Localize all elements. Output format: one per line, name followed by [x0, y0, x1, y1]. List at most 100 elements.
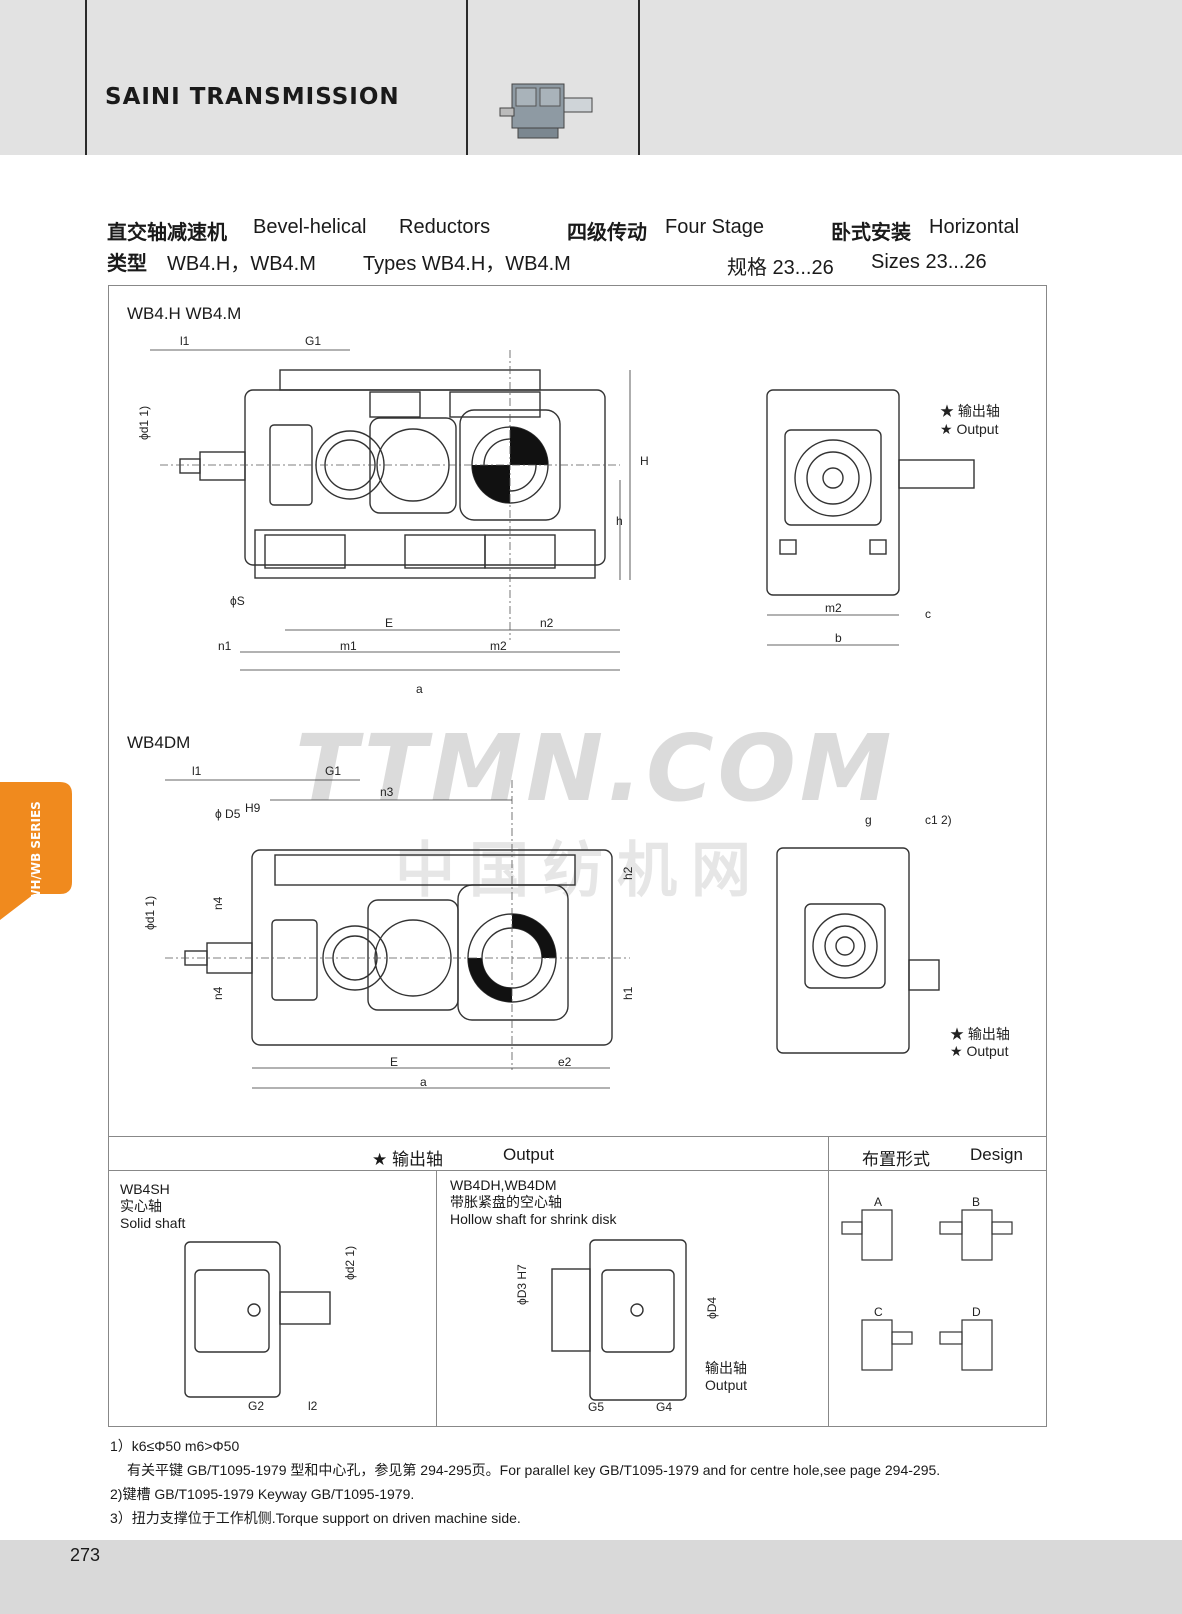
dim-side-m2: m2: [825, 601, 842, 615]
title-stage-en: Four Stage: [665, 216, 764, 238]
design-header-en: Design: [970, 1145, 1023, 1164]
gearbox-product-icon: [499, 83, 593, 139]
top-output-cn: ★ 输出轴: [940, 403, 1000, 419]
dim-mid-n3: n3: [380, 785, 394, 799]
dim-top-d1: ϕd1 1): [137, 406, 151, 440]
dim-side-b: b: [835, 631, 842, 645]
frame-divider: [108, 1170, 1046, 1171]
design-label-d: D: [972, 1305, 981, 1319]
title-sizes-cn: 规格 23...26: [727, 257, 834, 279]
dim-top-s: ϕS: [230, 594, 245, 608]
dim-top-h-upper: H: [640, 454, 649, 468]
title-types-en: Types WB4.H，WB4.M: [363, 253, 571, 275]
dim-mid-h2: h2: [621, 866, 635, 880]
dim-hollow-g4: G4: [656, 1400, 672, 1414]
side-tab-label: WH/WB SERIES: [29, 801, 43, 903]
dim-mid-e: E: [390, 1055, 398, 1069]
frame-divider: [828, 1136, 829, 1426]
frame-divider: [108, 1136, 1046, 1137]
hollow-model: WB4DH,WB4DM: [450, 1177, 557, 1193]
output-header-cn: ★ 输出轴: [372, 1150, 443, 1169]
design-label-a: A: [874, 1195, 882, 1209]
dim-side-c: c: [925, 607, 931, 621]
dim-top-m1: m1: [340, 639, 357, 653]
dim-top-n2: n2: [540, 616, 554, 630]
solid-cn: 实心轴: [120, 1198, 162, 1214]
note-2: 2)键槽 GB/T1095-1979 Keyway GB/T1095-1979.: [110, 1486, 415, 1502]
drawing-frame: [108, 285, 1047, 1427]
mid-front-view-drawing: l1 G1 n3 ϕ D5 H9 ϕd1 1) n4 n4 h2 h1 E e2…: [143, 764, 635, 1089]
top-output-en: ★ Output: [940, 421, 999, 437]
page-footer: [0, 1540, 1182, 1614]
design-label-c: C: [874, 1305, 883, 1319]
solid-shaft-drawing: ϕd2 1) G2 l2: [184, 1241, 357, 1413]
section-label-mid: WB4DM: [127, 733, 191, 752]
dim-mid-c1: c1 2): [925, 813, 952, 827]
dim-hollow-g5: G5: [588, 1400, 604, 1414]
hollow-output-en: Output: [705, 1377, 747, 1393]
design-arrangements: A B C D: [841, 1195, 1013, 1371]
dim-mid-a: a: [420, 1075, 427, 1089]
title-mount-en: Horizontal: [929, 216, 1020, 238]
title-line-1: 直交轴减速机: [107, 216, 227, 245]
dim-mid-n4-lower: n4: [211, 986, 225, 1000]
title-type-en: Bevel-helical: [253, 216, 367, 238]
dim-mid-d5: ϕ D5: [215, 807, 241, 821]
hollow-shaft-drawing: ϕD3 H7 ϕD4 G5 G4 输出轴 Output: [515, 1239, 747, 1414]
design-label-b: B: [972, 1195, 980, 1209]
dim-hollow-d3: ϕD3 H7: [515, 1264, 529, 1305]
dim-solid-g2: G2: [248, 1399, 264, 1413]
top-front-view-drawing: l1 G1 ϕd1 1) H h ϕS E n2 n1 m1 m2 a: [137, 334, 649, 696]
title-types-cn: WB4.H，WB4.M: [167, 253, 316, 275]
note-1b: 有关平键 GB/T1095-1979 型和中心孔，参见第 294-295页。Fo…: [127, 1462, 941, 1478]
mid-output-en: ★ Output: [950, 1043, 1009, 1059]
dim-top-h-lower: h: [616, 514, 623, 528]
mid-output-cn: ★ 输出轴: [950, 1026, 1010, 1042]
title-stage-cn: 四级传动: [567, 220, 647, 244]
dim-mid-h1: h1: [621, 986, 635, 1000]
note-3: 3）扭力支撑位于工作机侧.Torque support on driven ma…: [110, 1510, 521, 1526]
output-header-en: Output: [503, 1145, 555, 1164]
watermark-cn: 中国纺机网: [395, 836, 765, 906]
dim-mid-g: g: [865, 813, 872, 827]
dim-mid-d1: ϕd1 1): [143, 896, 157, 930]
note-1: 1）k6≤Φ50 m6>Φ50: [110, 1438, 240, 1454]
dim-mid-l1: l1: [192, 764, 202, 778]
side-tab-shape: [0, 782, 72, 920]
dim-mid-h9: H9: [245, 801, 261, 815]
dim-top-m2: m2: [490, 639, 507, 653]
dim-solid-l2: l2: [308, 1399, 318, 1413]
solid-model: WB4SH: [120, 1181, 170, 1197]
title-types-cn-label: 类型: [107, 251, 147, 275]
hollow-en: Hollow shaft for shrink disk: [450, 1211, 617, 1227]
page-header: [0, 0, 1182, 155]
dim-top-a: a: [416, 682, 423, 696]
title-type-cn: 直交轴减速机: [107, 220, 227, 244]
header-divider: [85, 0, 87, 155]
page-number: 273: [70, 1545, 101, 1565]
solid-en: Solid shaft: [120, 1215, 186, 1231]
header-divider: [466, 0, 468, 155]
dim-mid-e2: e2: [558, 1055, 572, 1069]
title-type-en-2: Reductors: [399, 216, 491, 238]
title-sizes-en: Sizes 23...26: [871, 251, 987, 273]
frame-divider: [436, 1170, 437, 1426]
hollow-cn: 带胀紧盘的空心轴: [450, 1194, 562, 1210]
dim-mid-g1: G1: [325, 764, 341, 778]
dim-solid-d2: ϕd2 1): [343, 1246, 357, 1280]
dim-mid-n4-upper: n4: [211, 896, 225, 910]
dim-top-l1: l1: [180, 334, 190, 348]
dim-top-n1: n1: [218, 639, 232, 653]
mid-side-view-drawing: g c1 2) ★ 输出轴 ★ Output: [776, 813, 1010, 1059]
title-mount-cn: 卧式安装: [831, 220, 911, 244]
dim-top-g1: G1: [305, 334, 321, 348]
top-side-view-drawing: m2 b c ★ 输出轴 ★ Output: [766, 389, 1000, 646]
section-label-top: WB4.H WB4.M: [127, 304, 242, 323]
dim-top-e: E: [385, 616, 393, 630]
brand-logo: SAINI TRANSMISSION: [105, 84, 400, 110]
dim-hollow-d4: ϕD4: [705, 1297, 719, 1319]
watermark: TTMN.COM: [295, 715, 896, 822]
design-header-cn: 布置形式: [862, 1150, 930, 1169]
hollow-output-cn: 输出轴: [705, 1360, 747, 1376]
header-divider: [638, 0, 640, 155]
